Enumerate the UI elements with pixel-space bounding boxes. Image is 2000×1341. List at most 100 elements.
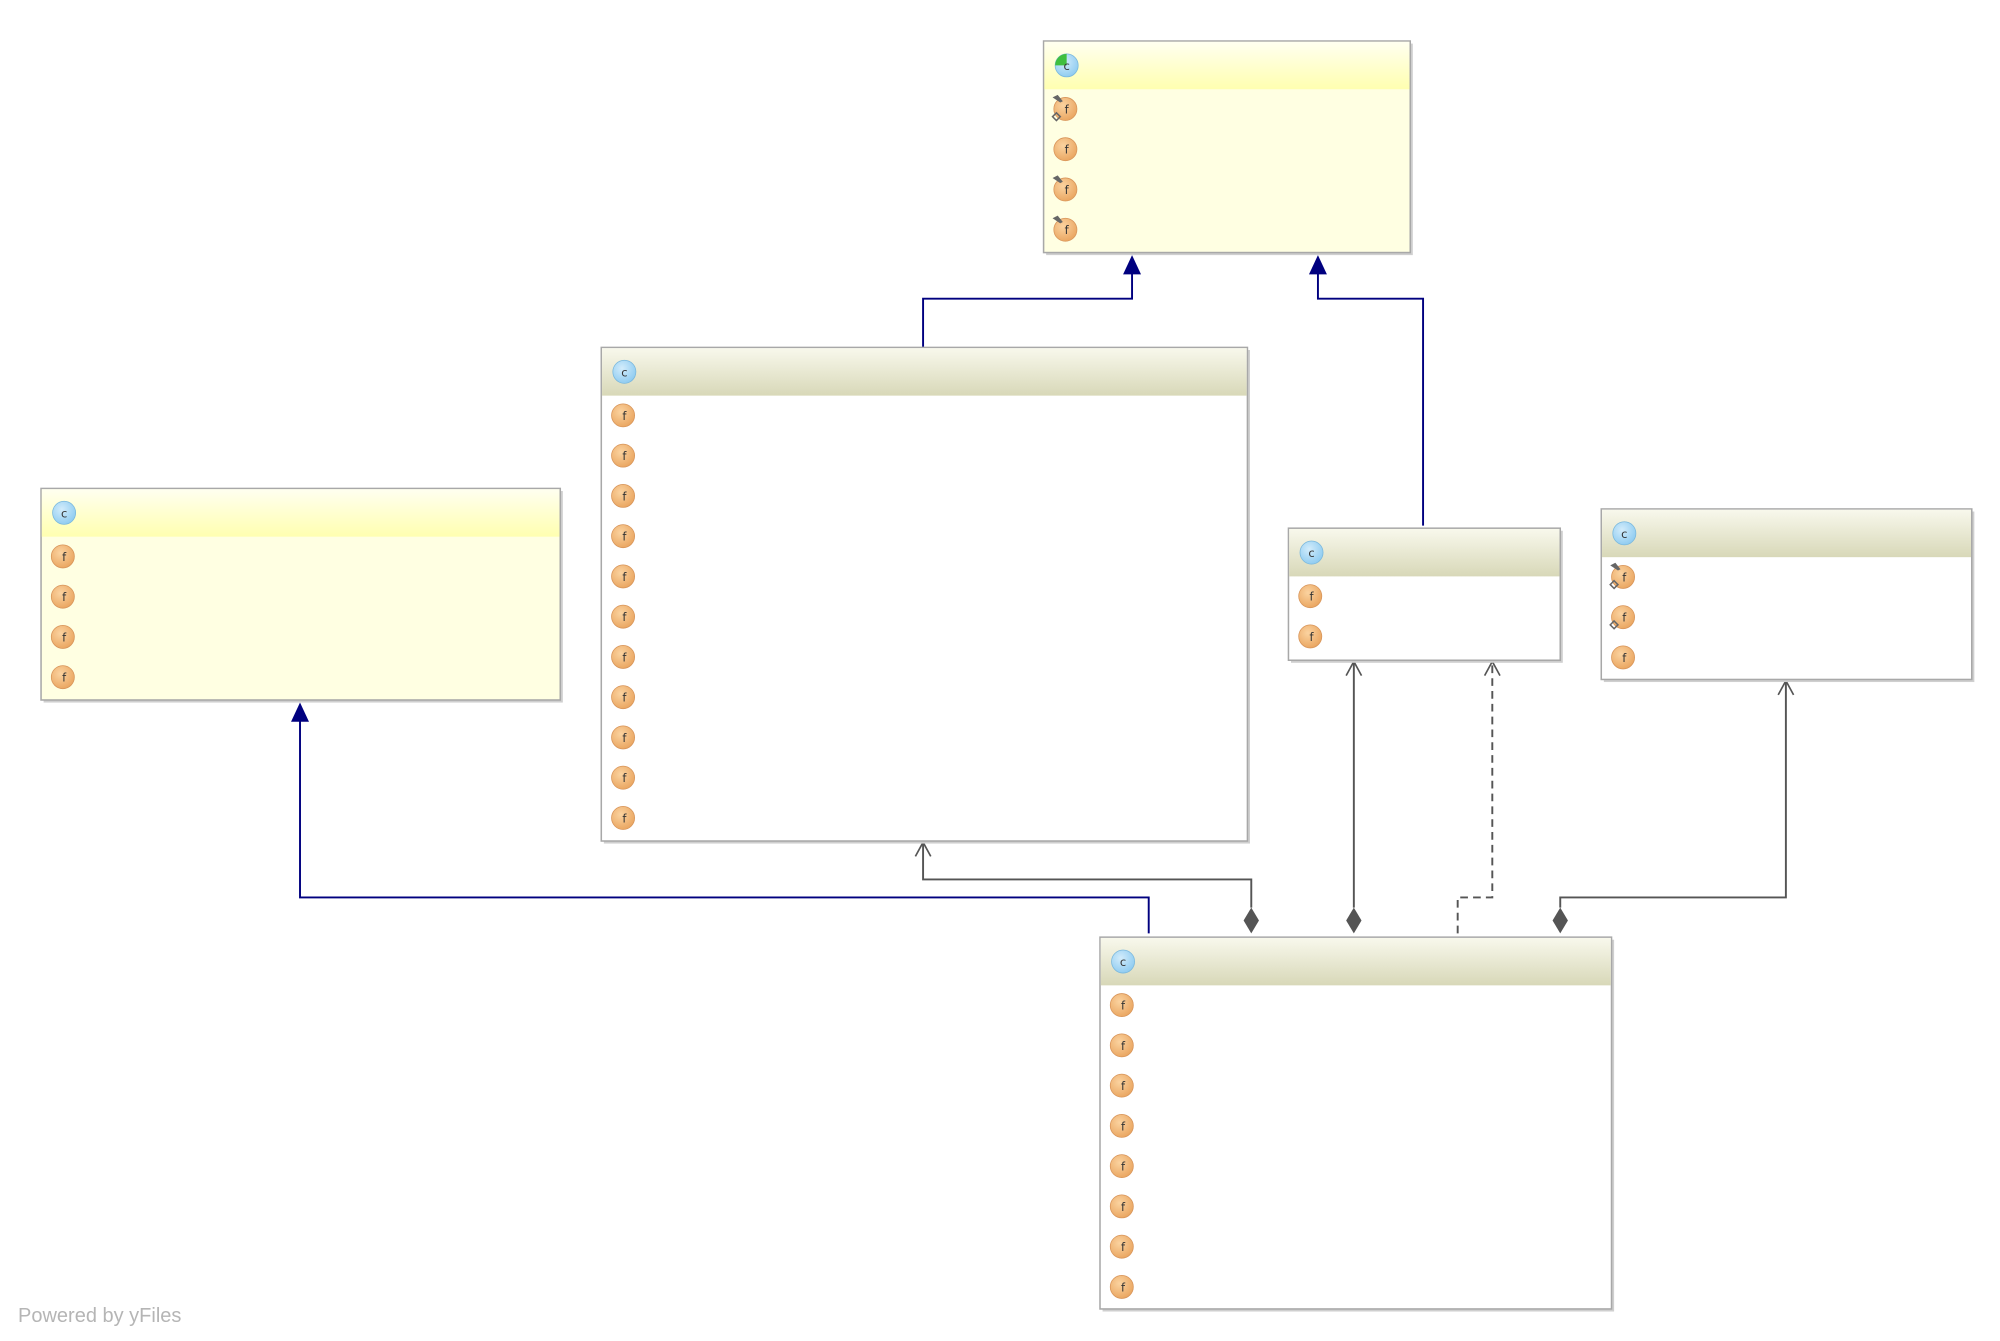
static-pin-icon	[1610, 562, 1621, 571]
field-icon[interactable]: f	[611, 725, 636, 750]
field-icon-label: f	[1622, 651, 1627, 665]
inheritance-edge-small-class-to-top-class[interactable]	[1308, 255, 1425, 526]
field-icon-label: f	[1121, 1039, 1126, 1053]
field-icon-label: f	[1310, 630, 1315, 644]
field-icon[interactable]: f	[50, 584, 75, 609]
field-icon[interactable]: f	[1109, 1194, 1134, 1219]
class-icon: c	[612, 359, 637, 384]
field-icon-label: f	[622, 409, 627, 423]
field-icon[interactable]: f	[50, 665, 75, 690]
class-icon-label: c	[1308, 546, 1314, 560]
field-icon[interactable]: f	[1109, 1154, 1134, 1179]
field-icon-label: f	[622, 650, 627, 664]
field-icon-label: f	[1622, 570, 1627, 584]
class-icon-label: c	[1063, 59, 1069, 73]
class-header	[602, 348, 1247, 396]
field-icon[interactable]: f	[611, 443, 636, 468]
field-icon-label: f	[62, 590, 67, 604]
field-icon-label: f	[1121, 1119, 1126, 1133]
inheritance-arrowhead-icon	[291, 702, 309, 722]
field-icon-label: f	[622, 530, 627, 544]
static-pin-icon	[1052, 215, 1063, 224]
inheritance-edge-bottom-class-to-left-class[interactable]	[291, 702, 1150, 934]
field-icon-label: f	[622, 811, 627, 825]
final-field-icon[interactable]: f	[1609, 605, 1635, 630]
class-header	[41, 489, 560, 537]
static-final-field-icon[interactable]: f	[1051, 94, 1078, 122]
field-icon-label: f	[622, 570, 627, 584]
composition-edge-bottom-class-to-middle-class[interactable]	[914, 840, 1259, 934]
field-icon-label: f	[1065, 223, 1070, 237]
class-icon-label: c	[1120, 955, 1126, 969]
static-pin-icon	[1052, 94, 1063, 103]
field-icon-label: f	[622, 449, 627, 463]
static-final-field-icon[interactable]: f	[1609, 562, 1635, 590]
static-field-icon[interactable]: f	[1052, 215, 1078, 242]
field-icon[interactable]: f	[611, 806, 636, 830]
field-icon[interactable]: f	[1053, 137, 1078, 162]
inheritance-edge-middle-class-to-top-class[interactable]	[922, 255, 1142, 348]
field-icon[interactable]: f	[1109, 1033, 1134, 1058]
field-icon[interactable]: f	[1109, 1113, 1134, 1138]
field-icon[interactable]: f	[611, 403, 636, 428]
field-icon-label: f	[622, 610, 627, 624]
field-icon-label: f	[622, 691, 627, 705]
right-class-node[interactable]: c f f f	[1600, 508, 1975, 683]
field-icon-label: f	[1121, 1079, 1126, 1093]
field-icon-label: f	[622, 731, 627, 745]
field-icon-label: f	[1121, 999, 1126, 1013]
composition-diamond-icon	[1346, 907, 1362, 934]
middle-class-node[interactable]: c f f f f f f f f f f f	[600, 346, 1250, 844]
powered-by-yfiles-label: Powered by yFiles	[18, 1305, 182, 1327]
field-icon-label: f	[62, 671, 67, 685]
class-header	[1100, 937, 1611, 986]
class-icon-label: c	[1621, 527, 1627, 541]
class-header	[1044, 41, 1410, 90]
field-icon[interactable]: f	[1109, 1274, 1134, 1299]
field-icon[interactable]: f	[611, 644, 636, 669]
field-icon[interactable]: f	[50, 624, 75, 649]
class-header	[1602, 509, 1972, 558]
inheritance-arrowhead-icon	[1123, 255, 1142, 275]
class-icon: c	[1111, 949, 1135, 974]
final-marker-icon	[1051, 111, 1062, 122]
inheritance-arrowhead-icon	[1308, 255, 1327, 275]
class-icon: c	[1612, 521, 1637, 546]
bottom-class-node[interactable]: c f f f f f f f f	[1099, 936, 1615, 1312]
composition-edge-bottom-class-to-right-class[interactable]	[1552, 679, 1795, 934]
field-icon-label: f	[1121, 1160, 1126, 1174]
field-icon-label: f	[622, 489, 627, 503]
field-icon-label: f	[62, 550, 67, 564]
field-icon[interactable]: f	[611, 765, 636, 790]
field-icon[interactable]: f	[50, 544, 75, 569]
field-icon-label: f	[62, 630, 67, 644]
small-class-node[interactable]: c f f	[1287, 527, 1563, 663]
field-icon[interactable]: f	[611, 685, 636, 710]
field-icon[interactable]: f	[611, 524, 636, 549]
final-marker-icon	[1609, 579, 1620, 590]
class-header	[1289, 528, 1560, 577]
class-body	[600, 346, 1249, 842]
field-icon[interactable]: f	[611, 564, 636, 589]
composition-diamond-icon	[1552, 907, 1568, 934]
field-icon[interactable]: f	[1611, 645, 1635, 670]
abstract-class-icon: c	[1054, 53, 1079, 78]
composition-diamond-icon	[1243, 907, 1259, 934]
static-field-icon[interactable]: f	[1052, 175, 1078, 202]
class-icon-label: c	[621, 365, 627, 379]
field-icon-label: f	[1121, 1240, 1126, 1254]
field-icon[interactable]: f	[1109, 993, 1134, 1018]
field-icon[interactable]: f	[611, 604, 636, 629]
composition-edge-bottom-class-to-small-class[interactable]	[1345, 659, 1363, 934]
field-icon[interactable]: f	[1298, 584, 1323, 609]
dependency-edge-bottom-class-to-small-class[interactable]	[1456, 659, 1501, 934]
field-icon[interactable]: f	[1109, 1234, 1134, 1259]
final-marker-icon	[1609, 619, 1620, 630]
field-icon[interactable]: f	[1109, 1073, 1134, 1098]
field-icon-label: f	[1065, 102, 1070, 116]
field-icon[interactable]: f	[611, 483, 636, 508]
field-icon[interactable]: f	[1298, 624, 1323, 649]
